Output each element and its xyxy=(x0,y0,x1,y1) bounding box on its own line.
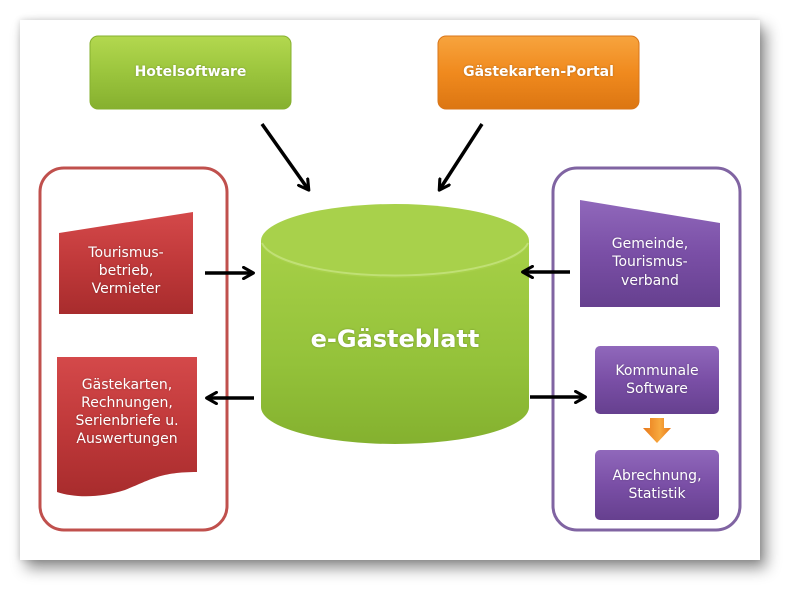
output-document-label: Gästekarten, Rechnungen, Serienbriefe u.… xyxy=(75,376,179,448)
gemeinde-label: Gemeinde, Tourismus- verband xyxy=(611,236,689,289)
kommunale-software-label: Kommunale Software xyxy=(615,362,699,397)
tourismusbetrieb-shape xyxy=(59,212,193,314)
gaestekarten-portal-label: Gästekarten-Portal xyxy=(463,64,614,81)
hotelsoftware-label: Hotelsoftware xyxy=(134,64,247,81)
tourismusbetrieb-label: Tourismus- betrieb, Vermieter xyxy=(88,244,164,298)
abrechnung-statistik-label: Abrechnung, Statistik xyxy=(612,467,702,502)
gaestekarten-portal-box xyxy=(437,35,640,110)
arrow-hotelsoftware-to-db xyxy=(260,122,308,189)
abrechnung-statistik-box xyxy=(595,450,719,520)
left-group-frame xyxy=(38,166,229,532)
output-document-shape xyxy=(57,357,197,497)
right-group-frame xyxy=(551,166,742,532)
database-cylinder xyxy=(261,204,529,444)
hotelsoftware-box xyxy=(89,35,292,110)
orange-down-arrow-icon xyxy=(643,418,671,443)
gemeinde-shape xyxy=(580,200,720,307)
arrow-portal-to-db xyxy=(440,123,484,189)
database-label: e-Gästeblatt xyxy=(310,325,480,354)
kommunale-software-box xyxy=(595,346,719,414)
